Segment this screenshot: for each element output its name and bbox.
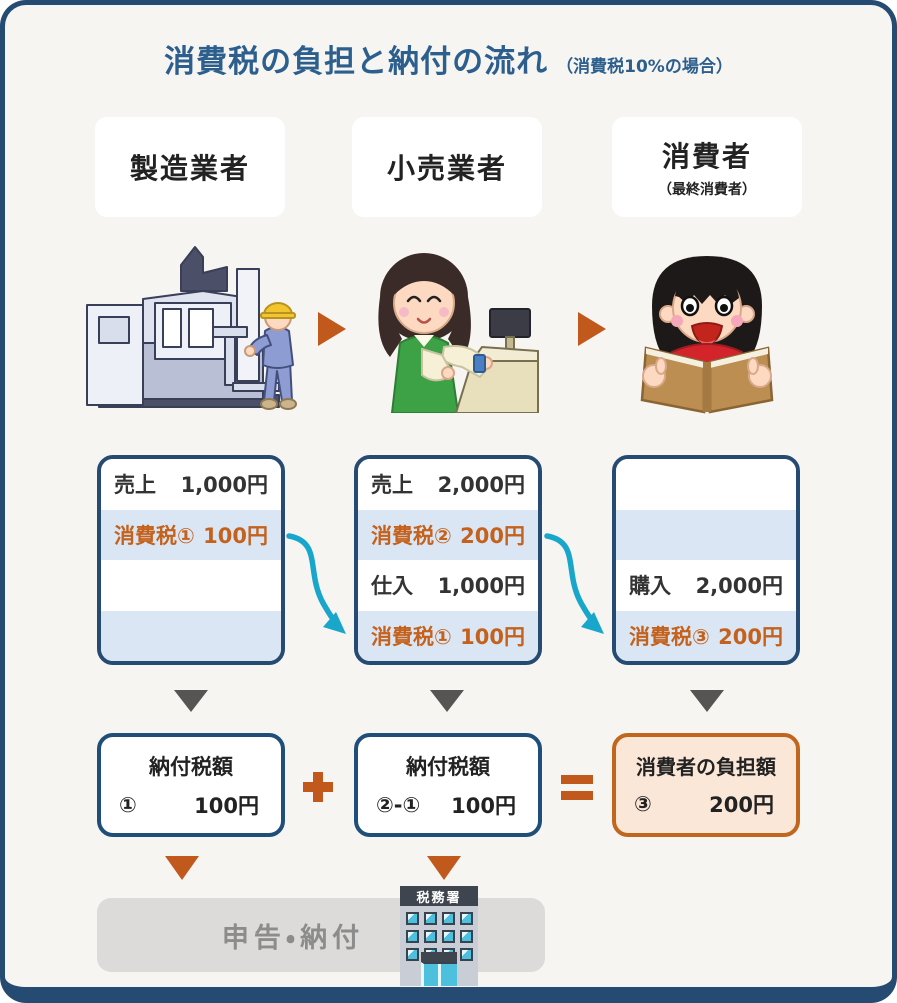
tax-allocation-arrow-icon <box>544 533 604 634</box>
cashier-icon <box>378 253 539 413</box>
payment-box-retailer: 納付税額 ②-① 100円 <box>354 733 542 837</box>
ledger-row <box>616 459 796 510</box>
payment-amount: 100円 <box>194 793 259 818</box>
tax-allocation-arrow-icon <box>286 533 346 634</box>
building-door <box>421 952 457 986</box>
payment-box-consumer-burden: 消費者の負担額 ③ 200円 <box>612 733 800 837</box>
equals-icon <box>561 775 593 800</box>
factory-worker-icon <box>86 246 297 410</box>
ledger-row-tax <box>101 610 281 661</box>
flow-arrow-icon <box>578 312 606 346</box>
actor-card-retailer: 小売業者 <box>352 117 542 217</box>
filing-label: 申告・納付 <box>221 922 365 954</box>
actor-label: 製造業者 <box>129 152 250 185</box>
down-arrow-icon <box>690 690 724 712</box>
payment-formula: ③ <box>634 792 652 816</box>
ledger-row <box>101 560 281 611</box>
tax-office-icon: 税務署 <box>400 886 478 986</box>
down-arrow-icon <box>174 690 208 712</box>
actor-label: 消費者 <box>661 140 752 173</box>
payment-formula: ②-① <box>376 792 421 817</box>
actor-card-manufacturer: 製造業者 <box>95 117 285 217</box>
payment-title: 消費者の負担額 <box>636 755 776 779</box>
page-title: 消費税の負担と納付の流れ （消費税10%の場合） <box>0 36 897 81</box>
consumer-reading-icon <box>640 256 774 414</box>
title-text: 消費税の負担と納付の流れ <box>164 44 549 80</box>
building-windows <box>400 906 478 961</box>
ledger-row-tax <box>616 509 796 560</box>
flow-arrow-icon <box>318 312 346 346</box>
payment-box-manufacturer: 納付税額 ① 100円 <box>97 733 285 837</box>
tax-office-sign: 税務署 <box>400 886 478 906</box>
actor-label: 小売業者 <box>386 152 507 185</box>
payment-title: 納付税額 <box>149 754 233 779</box>
down-arrow-orange-icon <box>427 856 461 880</box>
down-arrow-icon <box>430 690 464 712</box>
actor-card-consumer: 消費者 （最終消費者） <box>612 117 802 217</box>
actor-sublabel: （最終消費者） <box>658 182 756 198</box>
payment-formula: ① <box>119 792 137 817</box>
title-note: （消費税10%の場合） <box>556 57 733 77</box>
down-arrow-orange-icon <box>165 856 199 880</box>
plus-icon <box>303 772 333 802</box>
payment-title: 納付税額 <box>406 754 490 779</box>
payment-amount: 100円 <box>451 793 516 818</box>
payment-amount: 200円 <box>709 793 774 817</box>
